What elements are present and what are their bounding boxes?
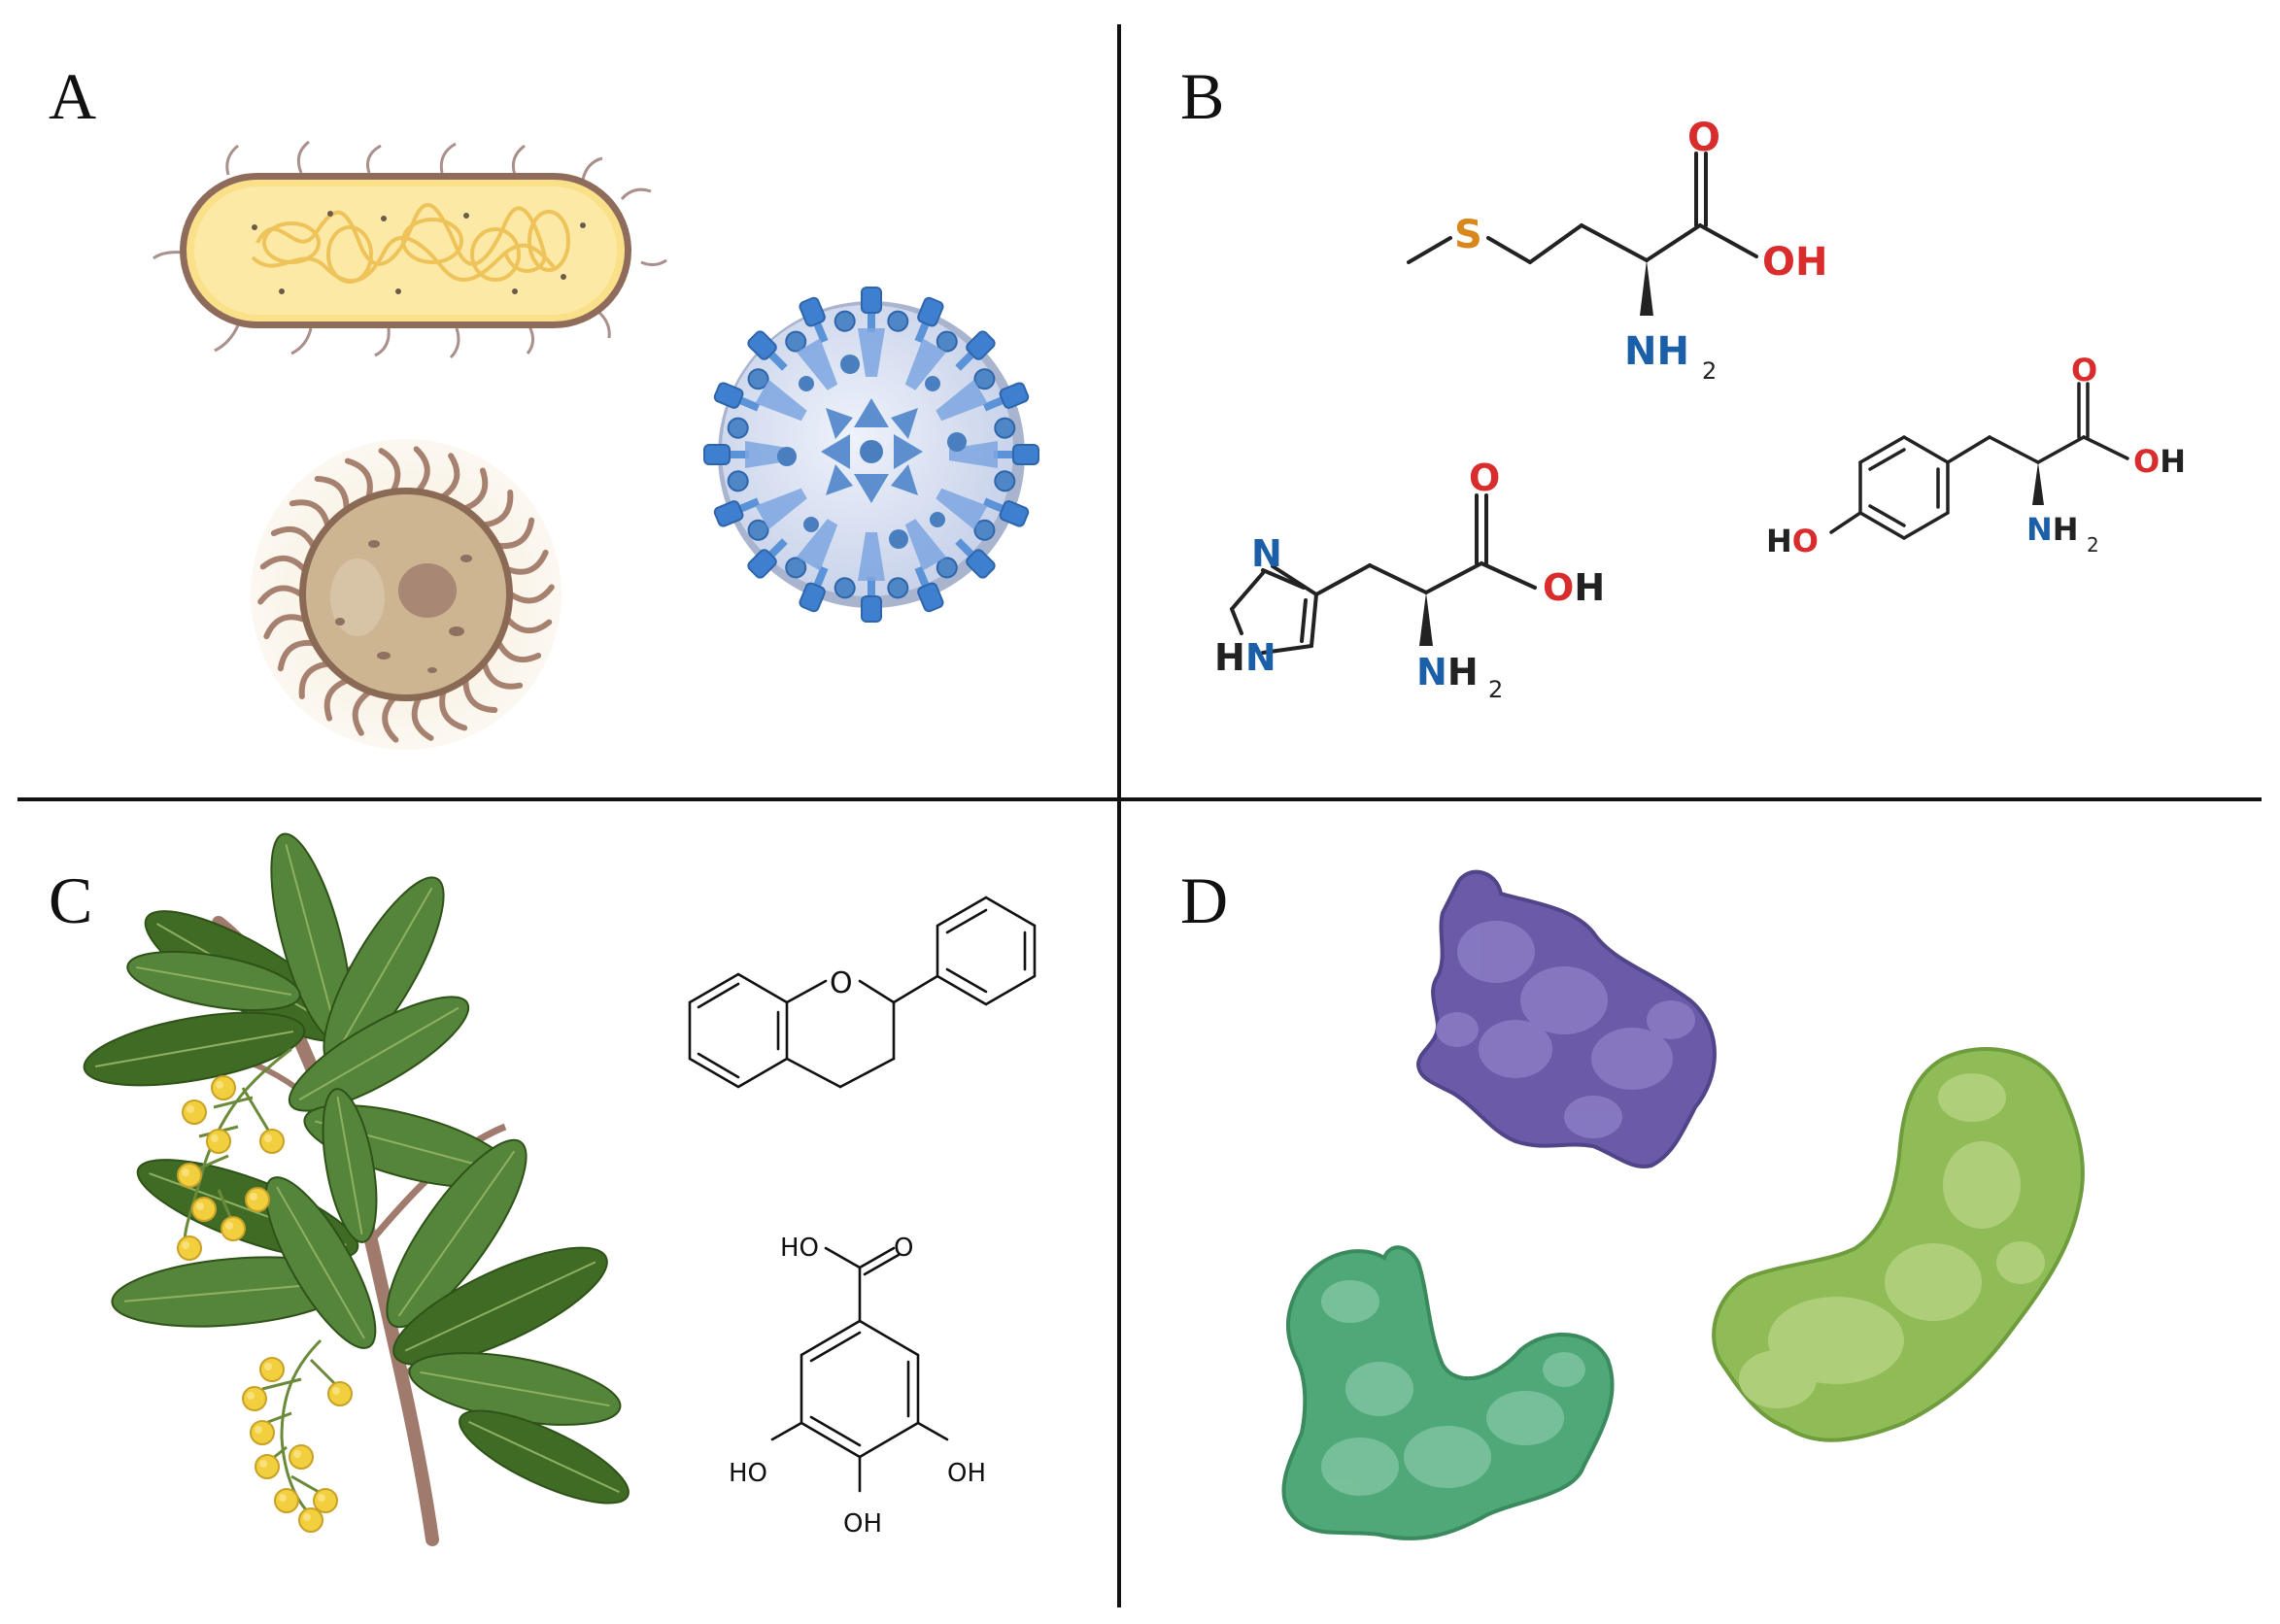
tyrosine-carbonyl-o: O [2071,352,2097,389]
histidine-ring-n: N [1251,532,1282,575]
histidine-hydroxyl: OH [1543,566,1605,609]
flavan-ring-o: O [830,966,853,1000]
methionine-amine-sub: 2 [1702,357,1717,385]
panel-letter-d: D [1180,863,1228,937]
tyrosine-hydroxyl: OH [2133,443,2186,480]
gallic-acid-oh-right: OH [947,1459,986,1488]
methionine-amine: NH [1624,329,1689,374]
methionine-hydroxyl: OH [1762,240,1827,285]
methionine-structure: S O OH NH 2 [1407,116,1827,385]
tyrosine-phenol: HO [1766,523,1819,559]
panel-letter-c: C [49,863,92,937]
histidine-ring-nh: HN [1214,636,1276,679]
fungal-spore-icon [251,439,561,750]
histidine-carbonyl-o: O [1469,457,1500,499]
panel-letter-a: A [49,59,96,133]
virus-icon [703,287,1039,623]
methionine-carbonyl-o: O [1687,116,1720,160]
methionine-sulfur: S [1454,213,1482,257]
tyrosine-amine: NH [2026,511,2079,548]
histidine-amine: NH [1416,651,1479,694]
panel-letter-b: B [1180,59,1224,133]
gallic-acid-ho: HO [780,1234,819,1263]
tyrosine-structure: HO O OH NH 2 [1766,352,2186,559]
barberry-plant-icon [83,832,630,1546]
tyrosine-amine-sub: 2 [2087,533,2099,557]
gallic-acid-oh-left: HO [729,1459,767,1488]
histidine-amine-sub: 2 [1488,676,1503,703]
protein-blob-icon [1281,869,2085,1540]
flavan-structure [688,896,1037,1089]
gallic-acid-o: O [894,1234,913,1263]
gallic-acid-structure [770,1246,949,1493]
histidine-structure: N HN O OH NH 2 [1214,457,1605,703]
bacterium-icon [153,140,667,359]
gallic-acid-oh-bottom: OH [843,1509,882,1539]
